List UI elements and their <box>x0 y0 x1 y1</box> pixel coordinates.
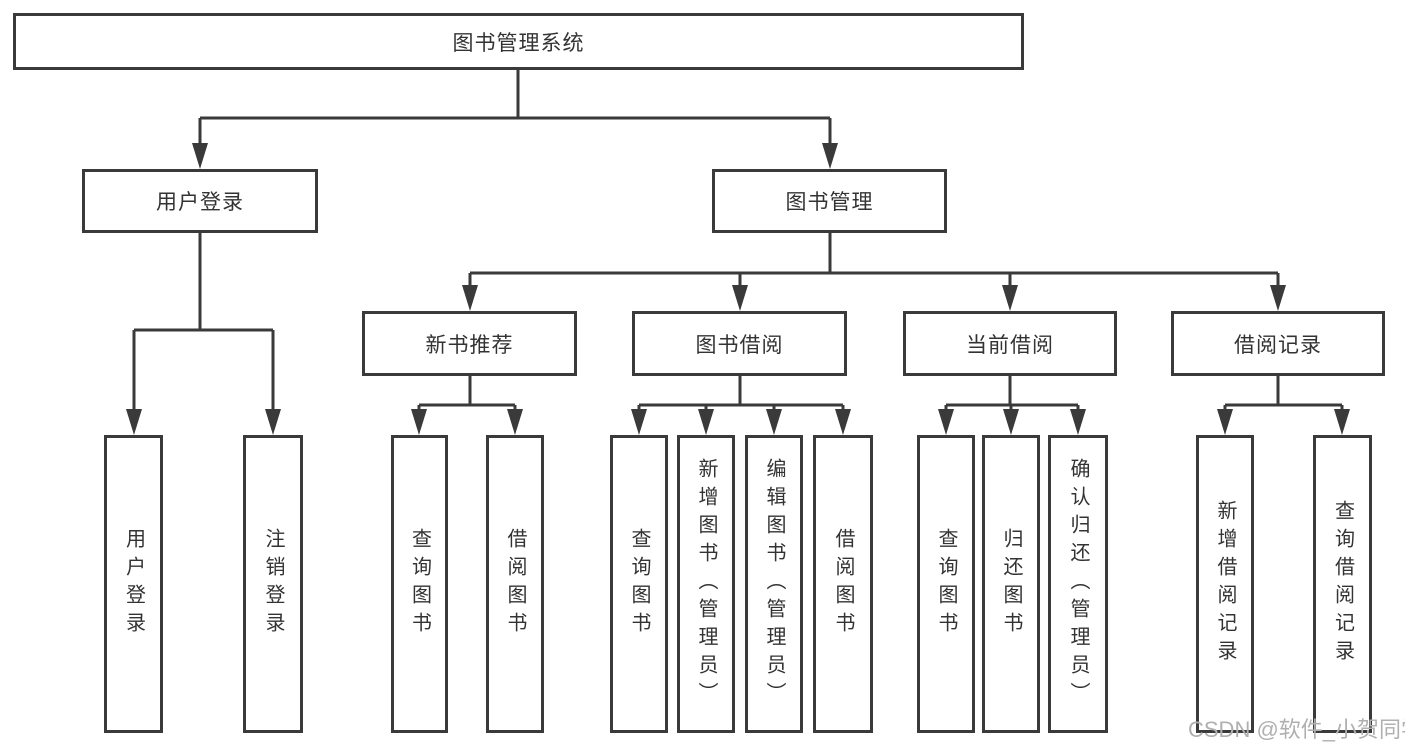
leaf-label: 编辑图书（管理员） <box>763 458 785 710</box>
leaf-label: 新增借阅记录 <box>1214 500 1236 668</box>
leaf-add-book-admin: 新增图书（管理员） <box>677 435 735 733</box>
leaf-return-book: 归还图书 <box>982 435 1040 733</box>
leaf-label: 确认归还（管理员） <box>1067 458 1089 710</box>
node-library-management-system: 图书管理系统 <box>13 13 1024 70</box>
node-label: 借阅记录 <box>1234 333 1322 357</box>
node-label: 图书借阅 <box>695 333 784 357</box>
node-current-borrowing: 当前借阅 <box>903 311 1117 376</box>
leaf-query-book-current: 查询图书 <box>917 435 975 733</box>
csdn-watermark: CSDN @软件_小贺同学 <box>1188 717 1405 742</box>
leaf-label: 查询图书 <box>628 528 650 640</box>
node-book-management: 图书管理 <box>712 169 947 233</box>
leaf-label: 归还图书 <box>1000 528 1022 640</box>
connector-edges <box>132 70 1344 411</box>
node-label: 图书管理系统 <box>452 31 585 55</box>
node-label: 用户登录 <box>156 191 244 214</box>
leaf-logout-login: 注销登录 <box>243 435 303 733</box>
leaf-label: 查询图书 <box>408 528 431 640</box>
node-book-borrowing: 图书借阅 <box>632 311 847 376</box>
leaf-label: 查询图书 <box>935 528 957 640</box>
node-label: 当前借阅 <box>966 333 1054 357</box>
leaf-label: 注销登录 <box>262 528 284 640</box>
leaf-label: 借阅图书 <box>832 528 854 640</box>
node-label: 图书管理 <box>785 191 874 214</box>
leaf-label: 用户登录 <box>122 528 145 640</box>
leaf-query-borrow-record: 查询借阅记录 <box>1313 435 1372 733</box>
arrowheads <box>126 143 1350 435</box>
leaf-query-book-borrow: 查询图书 <box>610 435 668 733</box>
leaf-query-book-recommend: 查询图书 <box>391 435 448 733</box>
leaf-add-borrow-record: 新增借阅记录 <box>1196 435 1254 733</box>
leaf-label: 查询借阅记录 <box>1331 500 1354 668</box>
leaf-borrow-book: 借阅图书 <box>813 435 873 733</box>
node-borrowing-records: 借阅记录 <box>1171 311 1385 376</box>
node-label: 新书推荐 <box>425 333 514 357</box>
leaf-confirm-return-admin: 确认归还（管理员） <box>1048 435 1108 733</box>
node-user-login: 用户登录 <box>82 169 318 233</box>
leaf-edit-book-admin: 编辑图书（管理员） <box>745 435 803 733</box>
node-new-book-recommendation: 新书推荐 <box>362 311 577 376</box>
leaf-label: 借阅图书 <box>504 528 526 640</box>
leaf-borrow-book-recommend: 借阅图书 <box>486 435 544 733</box>
leaf-label: 新增图书（管理员） <box>695 458 717 710</box>
leaf-user-login: 用户登录 <box>104 435 163 733</box>
